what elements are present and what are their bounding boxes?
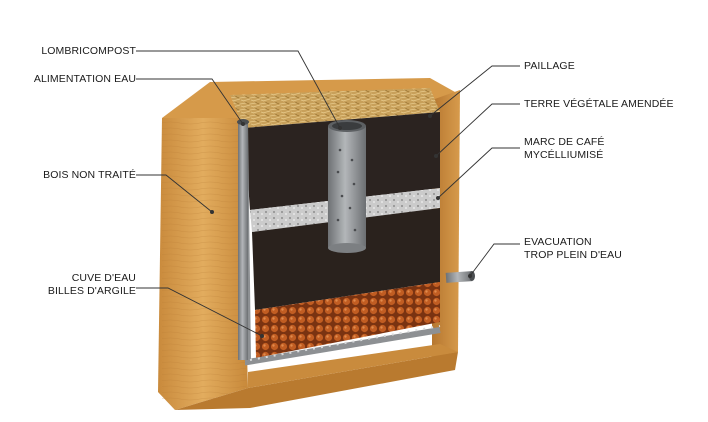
- label-bois-non-traite: BOIS NON TRAITÉ: [16, 169, 136, 182]
- label-marc-cafe: MARC DE CAFÉ MYCÉLLIUMISÉ: [524, 136, 694, 162]
- leader-alimentation-eau: [136, 78, 244, 125]
- soil-layers: [230, 88, 441, 366]
- label-cuve-eau: CUVE D'EAU BILLES D'ARGILE: [16, 272, 136, 298]
- label-evacuation-text-1: EVACUATION: [524, 236, 592, 248]
- label-terre-vegetale: TERRE VÉGÉTALE AMENDÉE: [524, 98, 700, 111]
- label-marc-cafe-text-1: MARC DE CAFÉ: [524, 136, 605, 148]
- label-paillage: PAILLAGE: [524, 60, 694, 73]
- leader-dots: [210, 114, 472, 338]
- vermicompost-pipe: [328, 120, 366, 253]
- leader-marc-cafe: [437, 147, 520, 199]
- clay-balls-layer: [255, 282, 440, 358]
- label-lombricompost-text: LOMBRICOMPOST: [41, 45, 136, 57]
- label-evacuation-text-2: TROP PLEIN D'EAU: [524, 249, 622, 261]
- mulch-layer: [230, 88, 440, 128]
- soil-lower-layer: [252, 208, 440, 310]
- label-evacuation: EVACUATION TROP PLEIN D'EAU: [524, 236, 694, 262]
- wooden-box: [158, 78, 460, 410]
- label-lombricompost: LOMBRICOMPOST: [26, 45, 136, 58]
- leader-lines: [136, 50, 520, 337]
- label-bois-non-traite-text: BOIS NON TRAITÉ: [43, 169, 136, 181]
- label-alimentation-eau-text: ALIMENTATION EAU: [33, 73, 136, 85]
- label-cuve-eau-text: CUVE D'EAU: [71, 272, 136, 284]
- label-paillage-text: PAILLAGE: [524, 60, 575, 72]
- leader-paillage: [429, 65, 520, 117]
- leader-terre-vegetale: [435, 103, 520, 157]
- label-billes-argile-text: BILLES D'ARGILE: [47, 285, 136, 297]
- label-marc-cafe-text-2: MYCÉLLIUMISÉ: [524, 149, 604, 161]
- leader-lombricompost: [136, 50, 341, 129]
- label-alimentation-eau: ALIMENTATION EAU: [16, 73, 136, 86]
- leader-bois-non-traite: [136, 174, 213, 213]
- label-terre-vegetale-text: TERRE VÉGÉTALE AMENDÉE: [524, 98, 674, 110]
- leader-evacuation: [469, 243, 520, 277]
- leader-cuve-eau: [136, 287, 263, 337]
